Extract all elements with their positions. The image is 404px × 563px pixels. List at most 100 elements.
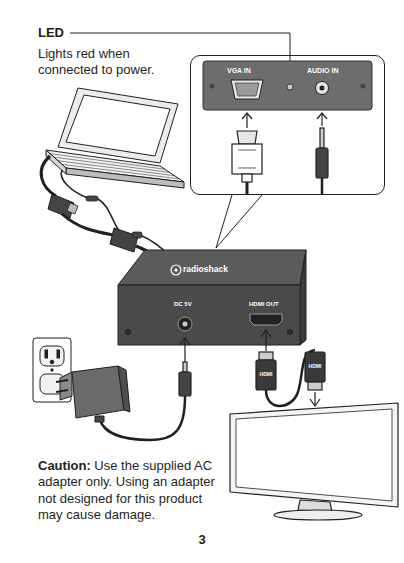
wall-outlet-part — [40, 346, 64, 366]
ac-adapter-part — [72, 366, 124, 418]
vga-plug-part — [237, 131, 257, 144]
wall-outlet — [33, 338, 71, 402]
laptop-part — [46, 150, 66, 174]
audio-plug-part — [321, 178, 324, 195]
converter-box-part — [126, 330, 131, 335]
callout-note: Lights red when connected to power. — [38, 46, 188, 77]
vga-plug-part — [242, 174, 252, 182]
space — [91, 458, 95, 473]
back-panel-part — [361, 84, 366, 89]
laptop-part — [50, 154, 179, 179]
ac-adapter-part — [118, 366, 130, 412]
tv-part — [236, 409, 392, 501]
inset-pointer-part — [216, 195, 262, 248]
converter-box: radioshackDC 5VHDMI OUT — [118, 248, 306, 345]
dc-jack-part — [178, 317, 192, 331]
hdmi-cable-part — [265, 330, 266, 351]
vga-cable-part — [86, 196, 98, 201]
vga-cable — [41, 156, 172, 262]
callout-title: LED — [38, 25, 98, 41]
port-label: DC 5V — [174, 301, 192, 307]
vga-plug-part — [232, 144, 262, 174]
audio-plug-part — [317, 113, 327, 119]
converter-box-part — [300, 250, 306, 345]
vga-cable-part — [132, 232, 142, 238]
led-indicator-part — [287, 84, 293, 90]
tv-part — [230, 403, 398, 507]
hdmi-cable-part — [256, 360, 276, 390]
vga-plug — [232, 113, 262, 195]
back-panel — [203, 61, 372, 110]
callout-pointer — [216, 195, 232, 248]
hdmi-cable-part — [310, 399, 320, 406]
port-label: VGA IN — [227, 67, 251, 74]
caution-heading: Caution: — [38, 458, 91, 473]
audio-jack-part — [320, 86, 325, 91]
vga-plug-part — [246, 114, 247, 128]
hdmi-port-part — [250, 314, 282, 325]
vga-port-part — [231, 80, 263, 99]
converter-box — [118, 250, 306, 345]
tv — [230, 403, 398, 520]
wall-outlet-part — [33, 338, 71, 402]
keyboard-row — [54, 157, 170, 172]
brand-logo: radioshack — [183, 265, 228, 274]
plug-logo: HDMI — [257, 371, 275, 377]
inset-panel: VGA IN AUDIO IN — [190, 55, 385, 195]
vga-plug-part — [238, 168, 256, 169]
converter-box-part — [171, 265, 181, 275]
ac-adapter — [56, 366, 130, 422]
converter-box-part — [118, 250, 306, 285]
vga-port — [231, 80, 263, 99]
hdmi-cable-part — [259, 352, 273, 360]
dc-plug-part — [184, 339, 185, 362]
audio-plug — [316, 113, 328, 195]
vga-plug-part — [238, 150, 256, 151]
laptop-part — [66, 168, 184, 188]
vga-cable-part — [67, 203, 78, 214]
vga-cable-part — [98, 199, 120, 232]
laptop — [46, 88, 184, 188]
vga-cable-part — [110, 228, 138, 252]
audio-jack — [316, 82, 329, 95]
audio-jack-part — [316, 82, 329, 95]
led-indicator — [287, 84, 293, 90]
vga-cable-part — [41, 156, 56, 196]
converter-box-part — [174, 268, 177, 271]
vga-plug-part — [246, 182, 249, 195]
audio-plug-part — [316, 148, 328, 178]
dc-plug-part — [183, 362, 187, 372]
audio-plug-part — [321, 114, 322, 126]
vga-plug-part — [242, 113, 252, 119]
inset-pointer — [216, 195, 262, 248]
ac-adapter-part — [56, 380, 68, 382]
ac-adapter-part — [60, 372, 72, 400]
wall-outlet-part — [51, 369, 53, 371]
wall-outlet-part — [50, 360, 54, 364]
converter-box-part — [118, 285, 300, 345]
dc-plug-part — [180, 338, 190, 345]
wall-outlet-part — [57, 350, 60, 358]
dc-jack-part — [183, 322, 188, 327]
hdmi-cable-part — [305, 352, 325, 382]
hdmi-cable-part — [261, 330, 271, 337]
page-number: 3 — [190, 532, 214, 548]
keyboard-row — [62, 164, 179, 178]
port-label: AUDIO IN — [307, 67, 339, 74]
wall-outlet-part — [45, 350, 48, 358]
laptop-part — [66, 95, 170, 156]
ac-adapter-part — [95, 416, 104, 422]
keyboard-row — [58, 161, 174, 176]
ac-adapter-part — [56, 390, 68, 392]
laptop-part — [58, 88, 178, 163]
plug-logo: HDMI — [306, 363, 324, 369]
dc-jack — [178, 317, 192, 331]
back-panel-part — [203, 61, 372, 110]
hdmi-cable-part — [314, 392, 315, 405]
back-panel-part — [210, 84, 215, 89]
vga-port-part — [235, 83, 259, 96]
tv-part — [274, 510, 362, 520]
dc-plug-part — [179, 372, 191, 396]
caution-note: Caution: Use the supplied AC adapter onl… — [38, 458, 223, 523]
